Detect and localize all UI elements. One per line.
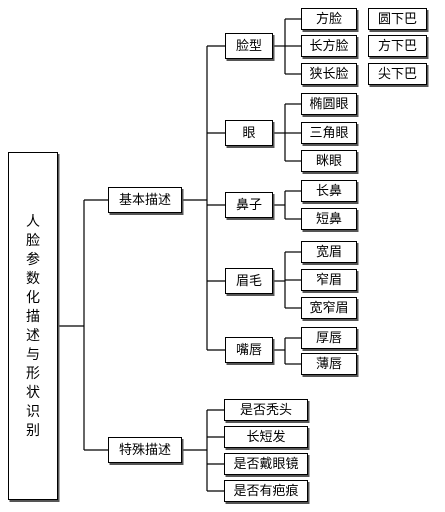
leaf-eyebrow-shape: 窄眉 [301, 269, 357, 291]
leaf-lip-shape: 厚唇 [301, 327, 357, 349]
leaf-special-feature: 是否有疤痕 [224, 480, 308, 502]
node-special-description: 特殊描述 [108, 437, 182, 463]
node-face-shape: 脸型 [225, 33, 273, 59]
leaf-face-shape: 狭长脸 [301, 63, 357, 85]
root-char: 与 [26, 347, 40, 363]
root-char: 状 [26, 385, 40, 401]
leaf-lip-shape: 薄唇 [301, 353, 357, 375]
root-char: 形 [26, 366, 40, 382]
leaf-special-feature: 长短发 [224, 426, 308, 448]
node-basic-description: 基本描述 [108, 187, 182, 213]
root-char: 数 [26, 271, 40, 287]
leaf-eyebrow-shape: 宽眉 [301, 241, 357, 263]
root-char: 别 [26, 423, 40, 439]
root-char: 参 [26, 252, 40, 268]
leaf-special-feature: 是否秃头 [224, 399, 308, 421]
leaf-face-shape: 方脸 [301, 8, 357, 30]
leaf-eye-shape: 椭圆眼 [301, 93, 357, 115]
leaf-special-feature: 是否戴眼镜 [224, 453, 308, 475]
root-node: 人 脸 参 数 化 描 述 与 形 状 识 别 [8, 152, 58, 500]
node-eye: 眼 [225, 120, 273, 146]
leaf-nose-shape: 短鼻 [301, 208, 357, 230]
leaf-eye-shape: 三角眼 [301, 122, 357, 144]
leaf-nose-shape: 长鼻 [301, 180, 357, 202]
leaf-eyebrow-shape: 宽窄眉 [301, 297, 357, 319]
node-eyebrow: 眉毛 [225, 268, 273, 294]
leaf-eye-shape: 眯眼 [301, 150, 357, 172]
root-char: 识 [26, 404, 40, 420]
root-char: 人 [26, 214, 40, 230]
node-lips: 嘴唇 [225, 337, 273, 363]
root-char: 描 [26, 309, 40, 325]
leaf-face-shape: 长方脸 [301, 35, 357, 57]
root-char: 述 [26, 328, 40, 344]
leaf-chin-shape: 方下巴 [368, 35, 427, 57]
leaf-chin-shape: 圆下巴 [368, 8, 427, 30]
root-char: 化 [26, 290, 40, 306]
leaf-chin-shape: 尖下巴 [368, 63, 427, 85]
root-char: 脸 [26, 233, 40, 249]
node-nose: 鼻子 [225, 192, 273, 218]
